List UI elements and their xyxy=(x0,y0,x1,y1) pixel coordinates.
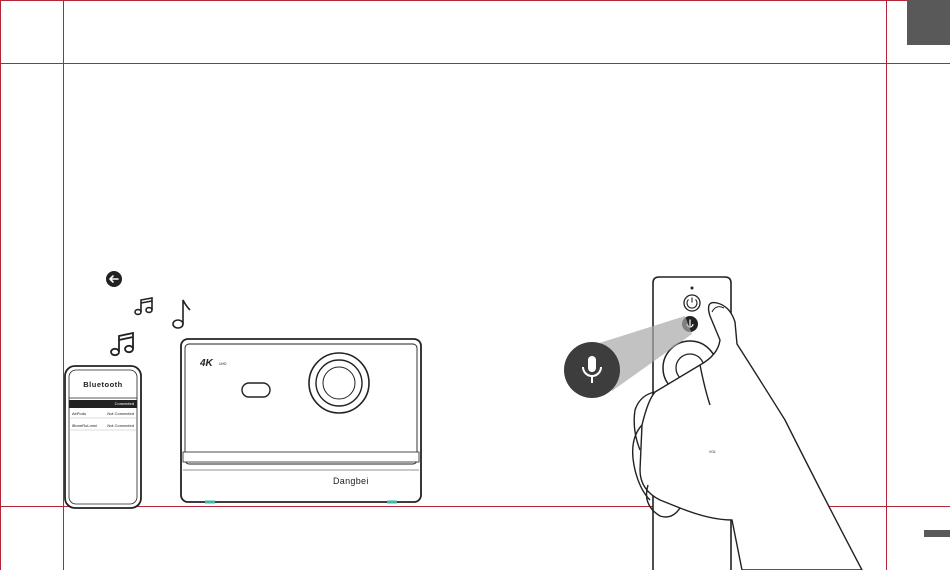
projector-badge-sub: UHD xyxy=(219,362,227,366)
remote-vol-label: VOL xyxy=(705,450,720,454)
music-note-icon xyxy=(135,298,152,314)
projector xyxy=(181,339,421,502)
music-note-icon xyxy=(173,300,190,328)
phone-title: Bluetooth xyxy=(69,380,137,389)
phone-row-status: Connected xyxy=(100,401,134,406)
music-note-icon xyxy=(111,333,133,355)
phone-row-device: AirPods xyxy=(72,411,86,416)
projector-4k-badge: 4K xyxy=(200,358,213,369)
phone-row-device: iBoneRoLmini xyxy=(72,423,97,428)
projector-brand: Dangbei xyxy=(333,476,369,486)
microphone-icon xyxy=(564,342,620,398)
phone-row-status: Not Connected xyxy=(100,423,134,428)
phone-row-status: Not Connected xyxy=(100,411,134,416)
back-icon xyxy=(106,271,122,287)
